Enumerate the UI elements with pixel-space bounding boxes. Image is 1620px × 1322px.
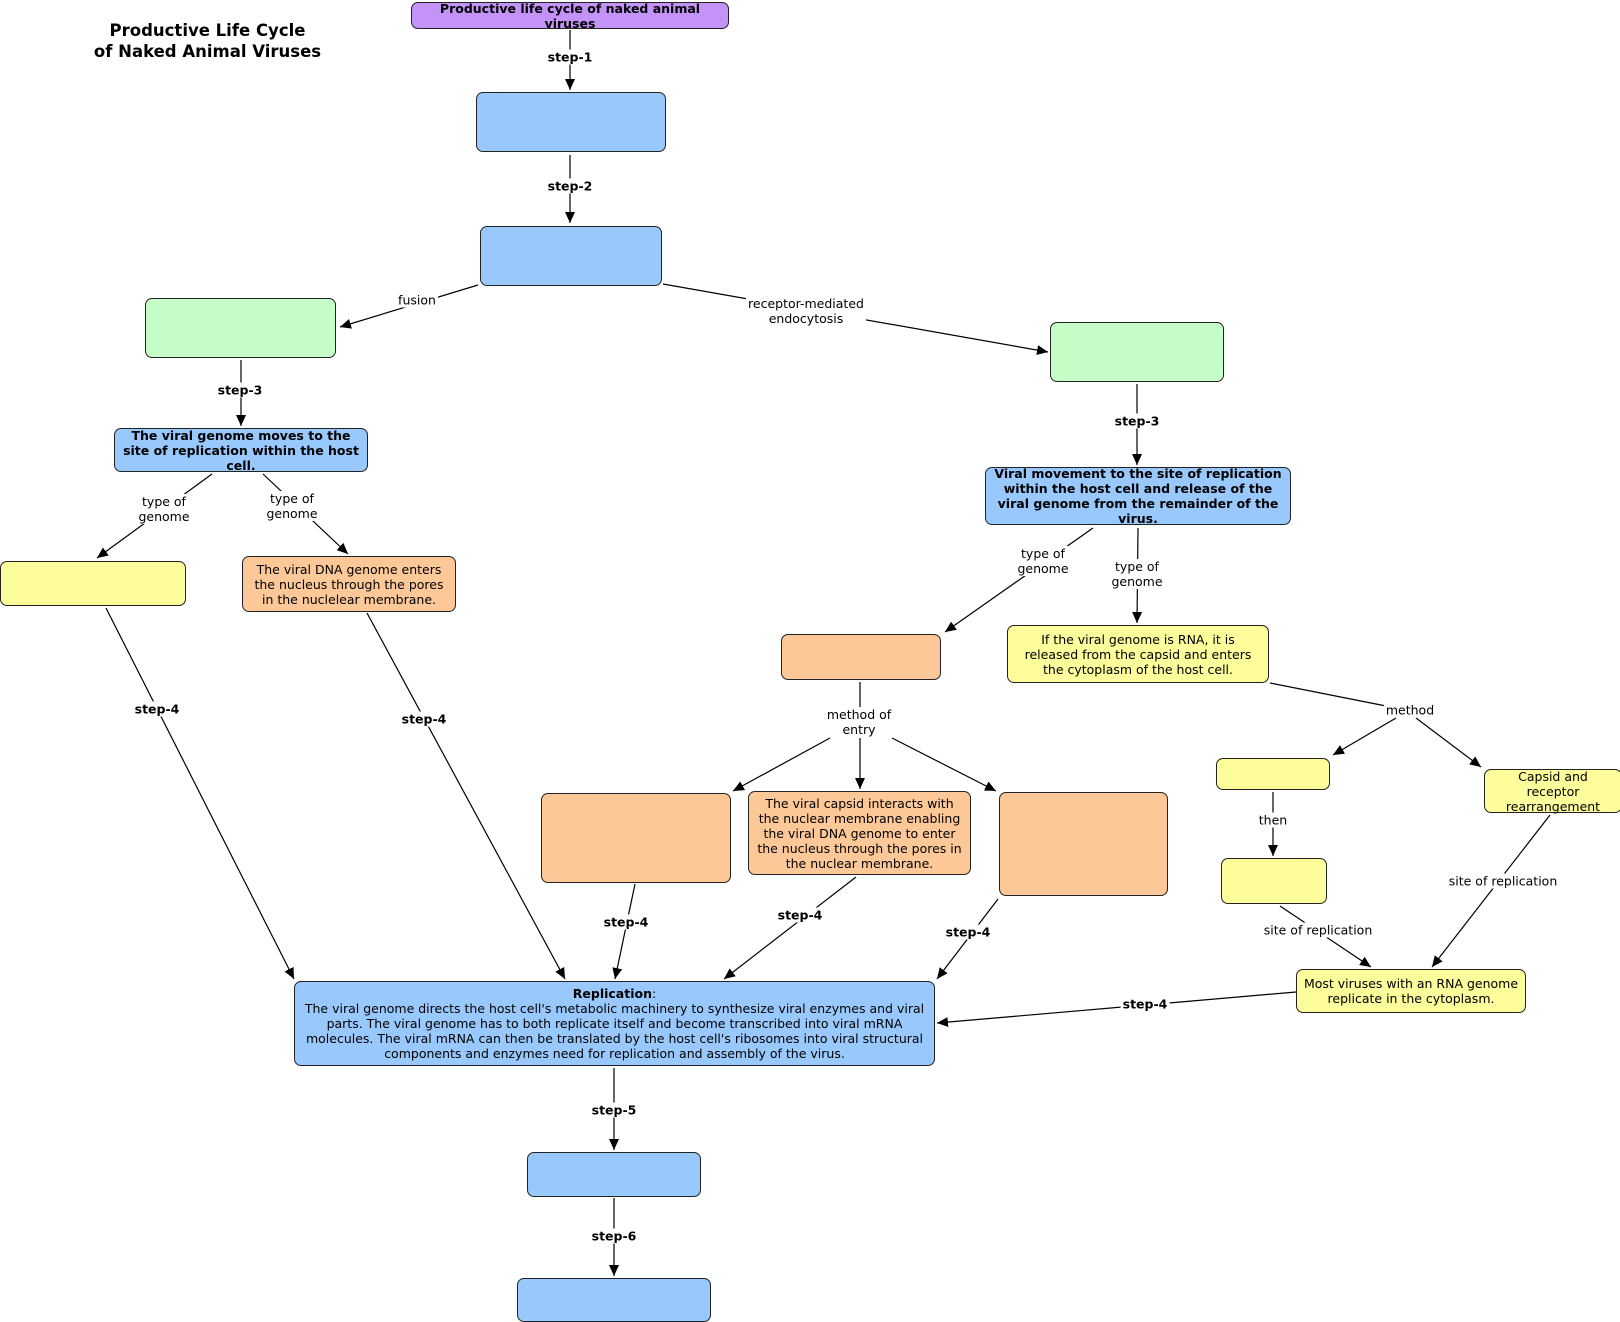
node-assembly[interactable]: [527, 1152, 701, 1197]
label-tog-c-line1: type of: [1021, 546, 1065, 561]
label-step3-left: step-3: [215, 382, 265, 398]
label-moe-line2: entry: [842, 722, 876, 737]
label-tog-a-line2: genome: [138, 509, 190, 524]
label-tog-b-line2: genome: [266, 506, 318, 521]
node-capsid-interacts[interactable]: The viral capsid interacts with the nucl…: [748, 791, 971, 875]
node-viral-movement[interactable]: Viral movement to the site of replicatio…: [985, 466, 1291, 526]
node-attachment[interactable]: [476, 92, 666, 152]
node-method-first[interactable]: [1216, 758, 1330, 790]
node-left-yellow[interactable]: [0, 561, 186, 606]
label-step4-c: step-4: [601, 914, 651, 930]
replication-heading: Replication:: [573, 986, 656, 1001]
edge-method-right: [1415, 717, 1482, 768]
label-type-of-genome-c: type of genome: [1015, 546, 1071, 576]
page-title-line2: of Naked Animal Viruses: [93, 42, 322, 61]
edge-moe-c: [891, 737, 997, 792]
edge-step4-d: [723, 876, 857, 980]
label-receptor-mediated-endocytosis: receptor-mediated endocytosis: [746, 296, 866, 326]
label-step3-right: step-3: [1112, 413, 1162, 429]
page-title-line1: Productive Life Cycle: [109, 21, 306, 40]
node-genome-moves[interactable]: The viral genome moves to the site of re…: [114, 428, 368, 473]
edge-step4-c: [612, 883, 636, 980]
label-type-of-genome-a: type of genome: [136, 494, 192, 524]
replication-body: The viral genome directs the host cell's…: [304, 1001, 925, 1061]
label-step4-b: step-4: [399, 711, 449, 727]
label-step4-d: step-4: [775, 907, 825, 923]
node-penetration[interactable]: [480, 226, 662, 286]
label-step4-f: step-4: [1120, 996, 1170, 1012]
edge-method-left: [1332, 717, 1397, 756]
page-title: Productive Life Cycle of Naked Animal Vi…: [60, 20, 355, 62]
replication-colon: :: [652, 986, 657, 1001]
node-entry-left[interactable]: [541, 793, 731, 883]
label-rme-line2: endocytosis: [768, 311, 844, 326]
label-tog-b-line1: type of: [270, 491, 314, 506]
node-release[interactable]: [517, 1278, 711, 1322]
label-rme-line1: receptor-mediated: [748, 296, 864, 311]
label-method-of-entry: method of entry: [824, 707, 894, 737]
edge-step4-b: [366, 612, 566, 980]
edge-step4-f: [936, 991, 1297, 1028]
label-tog-a-line1: type of: [142, 494, 186, 509]
edge-tog-c: [944, 527, 1094, 633]
label-step2: step-2: [545, 178, 595, 194]
label-tog-d-line2: genome: [1111, 574, 1163, 589]
edge-method-in: [1269, 682, 1387, 707]
node-endocytosis-result[interactable]: [1050, 322, 1224, 382]
node-capsid-receptor[interactable]: Capsid and receptor rearrangement: [1484, 769, 1620, 814]
node-rna-cytoplasm[interactable]: Most viruses with an RNA genome replicat…: [1296, 969, 1526, 1013]
label-moe-line1: method of: [826, 707, 892, 722]
label-step1: step-1: [545, 49, 595, 65]
label-step4-e: step-4: [943, 924, 993, 940]
node-rna-released[interactable]: If the viral genome is RNA, it is releas…: [1007, 625, 1269, 683]
replication-head: Replication: [572, 986, 652, 1001]
edge-step4-a: [105, 607, 295, 980]
node-dna-genome[interactable]: [781, 634, 941, 680]
label-site-of-replication-left: site of replication: [1261, 922, 1375, 938]
edge-sor-right: [1431, 814, 1551, 968]
label-step4-a: step-4: [132, 701, 182, 717]
label-step5: step-5: [589, 1102, 639, 1118]
node-dna-enters-nucleus[interactable]: The viral DNA genome enters the nucleus …: [242, 556, 456, 612]
node-fusion-result[interactable]: [145, 298, 336, 358]
label-method: method: [1383, 702, 1437, 718]
node-entry-right[interactable]: [999, 792, 1168, 896]
label-fusion: fusion: [396, 292, 438, 308]
label-then: then: [1256, 812, 1290, 828]
label-tog-c-line2: genome: [1017, 561, 1069, 576]
label-type-of-genome-d: type of genome: [1109, 559, 1165, 589]
label-type-of-genome-b: type of genome: [264, 491, 320, 521]
label-step6: step-6: [589, 1228, 639, 1244]
node-method-then[interactable]: [1221, 858, 1327, 904]
label-site-of-replication-right: site of replication: [1446, 873, 1560, 889]
label-tog-d-line1: type of: [1115, 559, 1159, 574]
edge-moe-a: [732, 737, 831, 792]
node-replication[interactable]: Replication: The viral genome directs th…: [294, 981, 935, 1066]
node-root[interactable]: Productive life cycle of naked animal vi…: [411, 1, 729, 31]
